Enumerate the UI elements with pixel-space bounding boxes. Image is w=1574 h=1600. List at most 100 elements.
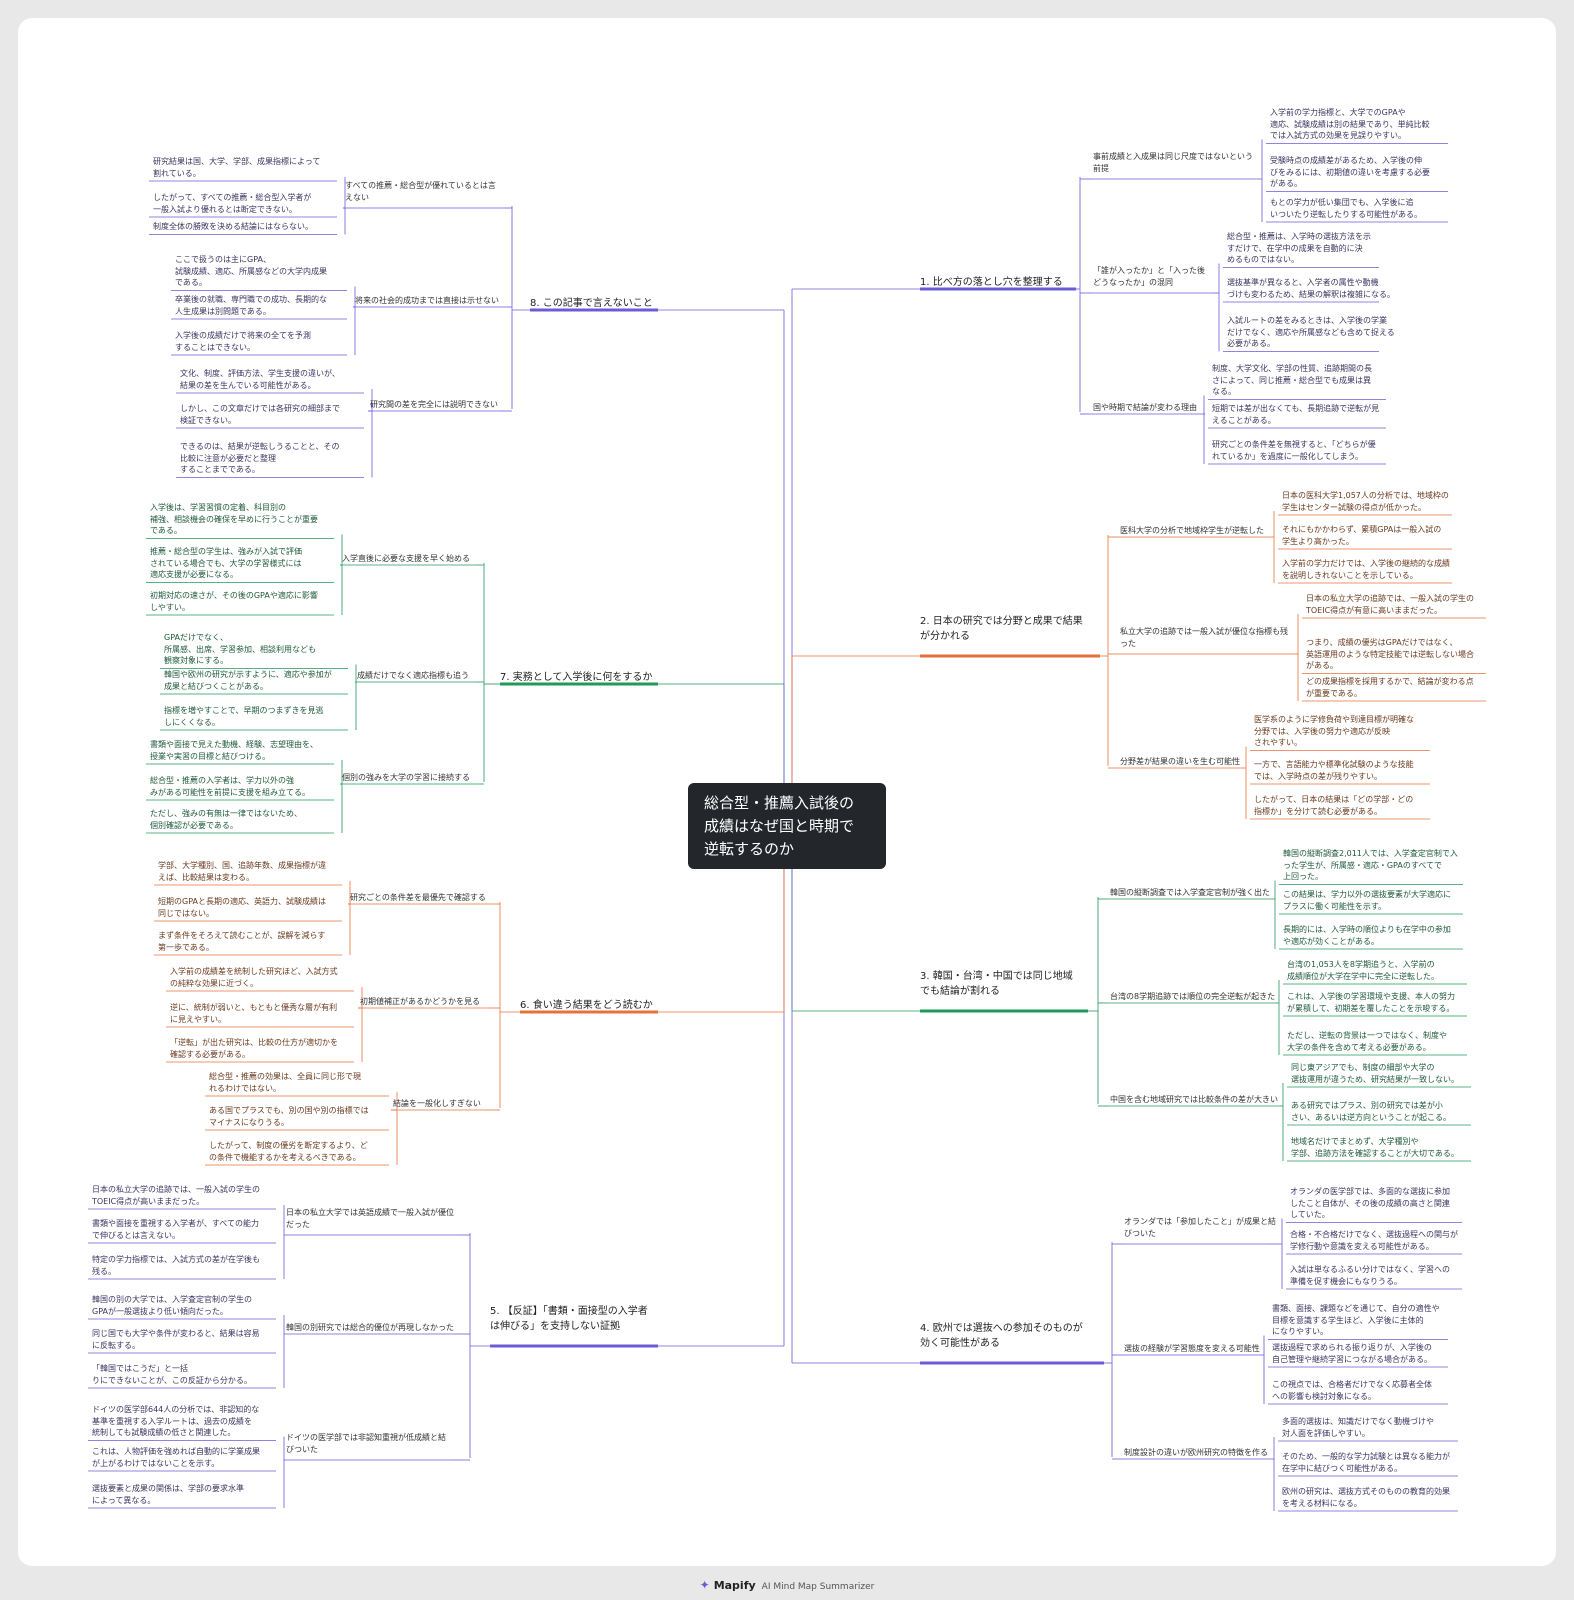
- leaf-6-1-3[interactable]: まず条件をそろえて読むことが、誤解を減らす 第一歩である。: [158, 931, 326, 952]
- subtopic-7-2[interactable]: 成績だけでなく適応指標も追う: [357, 671, 469, 680]
- leaf-8-1-1[interactable]: 研究結果は国、大学、学部、成果指標によって 割れている。: [153, 157, 321, 178]
- branch-8-title[interactable]: 8. この記事で言えないこと: [530, 298, 653, 309]
- leaf-6-1-1[interactable]: 学部、大学種別、国、追跡年数、成果指標が違 えば、比較結果は変わる。: [158, 861, 326, 882]
- leaf-6-1-2[interactable]: 短期のGPAと長期の適応、英語力、試験成績は 同じではない。: [158, 897, 326, 918]
- leaf-5-3-1[interactable]: ドイツの医学部644人の分析では、非認知的な 基準を重視する入学ルートは、過去の…: [92, 1405, 260, 1437]
- subtopic-2-1[interactable]: 医科大学の分析で地域枠学生が逆転した: [1120, 526, 1264, 535]
- leaf-3-3-1[interactable]: 同じ東アジアでも、制度の細部や大学の 選抜運用が違うため、研究結果が一致しない。: [1291, 1063, 1459, 1084]
- leaf-5-2-3[interactable]: 「韓国ではこうだ」と一括 りにできないことが、この反証から分かる。: [92, 1364, 252, 1385]
- leaf-3-2-3[interactable]: ただし、逆転の背景は一つではなく、制度や 大学の条件を含めて考える必要がある。: [1287, 1031, 1447, 1052]
- subtopic-6-1[interactable]: 研究ごとの条件差を最優先で確認する: [350, 893, 486, 902]
- subtopic-1-2[interactable]: 「誰が入ったか」と「入った後 どうなったか」の混同: [1093, 266, 1205, 287]
- branch-6-title[interactable]: 6. 食い違う結果をどう読むか: [520, 1000, 653, 1011]
- leaf-1-1-3[interactable]: もとの学力が低い集団でも、入学後に追 いついたり逆転したりする可能性がある。: [1270, 198, 1422, 219]
- leaf-4-3-2[interactable]: そのため、一般的な学力試験とは異なる能力が 在学中に結びつく可能性がある。: [1282, 1452, 1450, 1473]
- leaf-2-1-1[interactable]: 日本の医科大学1,057人の分析では、地域枠の 学生はセンター試験の得点が低かっ…: [1282, 491, 1449, 512]
- branch-4-title[interactable]: 4. 欧州では選抜への参加そのものが 効く可能性がある: [920, 1323, 1083, 1349]
- leaf-1-1-1[interactable]: 入学前の学力指標と、大学でのGPAや 適応、試験成績は別の結果であり、単純比較 …: [1270, 108, 1430, 140]
- leaf-2-2-1[interactable]: 日本の私立大学の追跡では、一般入試の学生の TOEIC得点が有意に高いままだった…: [1306, 594, 1474, 615]
- leaf-6-3-3[interactable]: したがって、制度の優劣を断定するより、ど の条件で機能するかを考えるべきである。: [209, 1141, 368, 1162]
- leaf-2-2-3[interactable]: どの成果指標を採用するかで、結論が変わる点 が重要である。: [1306, 677, 1474, 698]
- leaf-3-1-3[interactable]: 長期的には、入学時の順位よりも在学中の参加 や適応が効くことがある。: [1283, 925, 1451, 946]
- subtopic-1-1[interactable]: 事前成績と入成果は同じ尺度ではないという 前提: [1093, 152, 1253, 173]
- central-topic[interactable]: 総合型・推薦入試後の 成績はなぜ国と時期で 逆転するのか: [688, 783, 886, 869]
- leaf-4-3-1[interactable]: 多面的選抜は、知識だけでなく動機づけや 対人面を評価しやすい。: [1282, 1417, 1434, 1438]
- subtopic-5-1[interactable]: 日本の私立大学では英語成績で一般入試が優位 だった: [286, 1208, 454, 1229]
- branch-2-title[interactable]: 2. 日本の研究では分野と成果で結果 が分かれる: [920, 616, 1083, 642]
- leaf-1-1-2[interactable]: 受験時点の成績差があるため、入学後の伸 びをみるには、初期値の違いを考慮する必要…: [1270, 156, 1430, 188]
- leaf-8-1-3[interactable]: 制度全体の勝敗を決める結論にはならない。: [153, 222, 313, 231]
- subtopic-3-2[interactable]: 台湾の8学期追跡では順位の完全逆転が起きた: [1110, 992, 1276, 1001]
- leaf-4-2-3[interactable]: この視点では、合格者だけでなく応募者全体 への影響も検討対象になる。: [1272, 1380, 1432, 1401]
- subtopic-4-1[interactable]: オランダでは「参加したこと」が成果と結 びついた: [1124, 1217, 1276, 1238]
- leaf-4-1-1[interactable]: オランダの医学部では、多面的な選抜に参加 したこと自体が、その後の成績の高さと関…: [1290, 1187, 1450, 1219]
- leaf-7-3-1[interactable]: 書類や面接で見えた動機、経験、志望理由を、 授業や実習の目標と結びつける。: [150, 740, 318, 761]
- subtopic-8-1[interactable]: すべての推薦・総合型が優れているとは言 えない: [345, 181, 496, 202]
- subtopic-3-3[interactable]: 中国を含む地域研究では比較条件の差が大きい: [1110, 1095, 1278, 1104]
- leaf-3-3-2[interactable]: ある研究ではプラス、別の研究では差が小 さい、あるいは逆方向ということが起こる。: [1291, 1101, 1451, 1122]
- leaf-2-3-3[interactable]: したがって、日本の結果は「どの学部・どの 指標か」を分けて読む必要がある。: [1254, 795, 1414, 816]
- branch-3-title[interactable]: 3. 韓国・台湾・中国では同じ地域 でも結論が割れる: [920, 971, 1073, 997]
- leaf-1-3-1[interactable]: 制度、大学文化、学部の性質、追跡期間の長 さによって、同じ推薦・総合型でも成果は…: [1212, 364, 1372, 396]
- leaf-7-3-3[interactable]: ただし、強みの有無は一律ではないため、 個別確認が必要である。: [150, 809, 302, 830]
- leaf-7-3-2[interactable]: 総合型・推薦の入学者は、学力以外の強 みがある可能性を前提に支援を組み立てる。: [150, 776, 310, 797]
- branch-1-title[interactable]: 1. 比べ方の落とし穴を整理する: [920, 277, 1063, 288]
- leaf-1-3-3[interactable]: 研究ごとの条件差を無視すると、「どちらが優 れているか」を過度に一般化してしまう…: [1212, 440, 1376, 461]
- leaf-2-2-2[interactable]: つまり、成績の優劣はGPAだけではなく、 英語運用のような特定技能では逆転しない…: [1306, 638, 1474, 670]
- leaf-3-3-3[interactable]: 地域名だけでまとめず、大学種別や 学部、追跡方法を確認することが大切である。: [1291, 1137, 1459, 1158]
- leaf-6-3-2[interactable]: ある国でプラスでも、別の国や別の指標では マイナスになりうる。: [209, 1106, 369, 1127]
- leaf-1-2-3[interactable]: 入試ルートの差をみるときは、入学後の学業 だけでなく、適応や所属感なども含めて捉…: [1227, 316, 1395, 348]
- subtopic-8-2[interactable]: 将来の社会的成功までは直接は示せない: [355, 296, 499, 305]
- leaf-4-3-3[interactable]: 欧州の研究は、選抜方式そのものの教育的効果 を考える材料になる。: [1282, 1487, 1450, 1508]
- subtopic-2-3[interactable]: 分野差が結果の違いを生む可能性: [1120, 757, 1240, 766]
- leaf-5-3-2[interactable]: これは、人物評価を強めれば自動的に学業成果 が上がるわけではないことを示す。: [92, 1447, 260, 1468]
- leaf-7-1-1[interactable]: 入学後は、学習習慣の定着、科目別の 補強、相談機会の確保を早めに行うことが重要 …: [150, 503, 318, 535]
- leaf-8-1-2[interactable]: したがって、すべての推薦・総合型入学者が 一般入試より優れるとは断定できない。: [153, 193, 312, 214]
- leaf-5-1-3[interactable]: 特定の学力指標では、入試方式の差が在学後も 残る。: [92, 1255, 260, 1276]
- leaf-7-1-3[interactable]: 初期対応の速さが、その後のGPAや適応に影響 しやすい。: [150, 591, 318, 612]
- leaf-7-2-2[interactable]: 韓国や欧州の研究が示すように、適応や参加が 成果と結びつくことがある。: [164, 670, 332, 691]
- leaf-8-2-2[interactable]: 卒業後の就職、専門職での成功、長期的な 人生成果は別問題である。: [175, 295, 327, 316]
- leaf-2-3-2[interactable]: 一方で、言語能力や標準化試験のような技能 では、入学時点の差が残りやすい。: [1254, 760, 1414, 781]
- leaf-7-2-1[interactable]: GPAだけでなく、 所属感、出席、学習参加、相談利用なども 観察対象にする。: [164, 633, 316, 665]
- leaf-3-1-1[interactable]: 韓国の縦断調査2,011人では、入学査定官制で入 った学生が、所属感・適応・GP…: [1283, 849, 1458, 881]
- leaf-8-3-3[interactable]: できるのは、結果が逆転しうることと、その 比較に注意が必要だと整理 することまで…: [180, 442, 340, 474]
- leaf-6-2-1[interactable]: 入学前の成績差を統制した研究ほど、入試方式 の純粋な効果に近づく。: [170, 967, 338, 988]
- subtopic-7-3[interactable]: 個別の強みを大学の学習に接続する: [342, 773, 470, 782]
- leaf-2-3-1[interactable]: 医学系のように学修負荷や到達目標が明確な 分野では、入学後の努力や適応が反映 さ…: [1254, 715, 1414, 747]
- subtopic-2-2[interactable]: 私立大学の追跡では一般入試が優位な指標も残 った: [1120, 627, 1288, 648]
- leaf-5-1-1[interactable]: 日本の私立大学の追跡では、一般入試の学生の TOEIC得点が高いままだった。: [92, 1185, 260, 1206]
- subtopic-5-2[interactable]: 韓国の別研究では総合的優位が再現しなかった: [286, 1323, 454, 1332]
- leaf-5-1-2[interactable]: 書類や面接を重視する入学者が、すべての能力 で伸びるとは言えない。: [92, 1219, 259, 1240]
- leaf-3-1-2[interactable]: この結果は、学力以外の選抜要素が大学適応に プラスに働く可能性を示す。: [1283, 890, 1451, 911]
- subtopic-4-2[interactable]: 選抜の経験が学習態度を変える可能性: [1124, 1344, 1260, 1353]
- leaf-8-2-1[interactable]: ここで扱うのは主にGPA、 試験成績、適応、所属感などの大学内成果 である。: [175, 255, 327, 287]
- subtopic-4-3[interactable]: 制度設計の違いが欧州研究の特徴を作る: [1124, 1448, 1268, 1457]
- subtopic-1-3[interactable]: 国や時期で結論が変わる理由: [1093, 403, 1197, 412]
- subtopic-5-3[interactable]: ドイツの医学部では非認知重視が低成績と結 びついた: [286, 1433, 446, 1454]
- leaf-8-2-3[interactable]: 入学後の成績だけで将来の全てを予測 することはできない。: [175, 331, 311, 352]
- subtopic-6-2[interactable]: 初期値補正があるかどうかを見る: [360, 997, 480, 1006]
- leaf-8-3-2[interactable]: しかし、この文章だけでは各研究の細部まで 検証できない。: [180, 404, 340, 425]
- leaf-1-2-1[interactable]: 総合型・推薦は、入学時の選抜方法を示 すだけで、在学中の成果を自動的に決 めるも…: [1227, 232, 1371, 264]
- subtopic-7-1[interactable]: 入学直後に必要な支援を早く始める: [342, 554, 470, 563]
- subtopic-3-1[interactable]: 韓国の縦断調査では入学査定官制が強く出た: [1110, 888, 1270, 897]
- leaf-1-3-2[interactable]: 短期では差が出なくても、長期追跡で逆転が見 えることがある。: [1212, 404, 1380, 425]
- leaf-4-2-1[interactable]: 書類、面接、課題などを通じて、自分の適性や 目標を意識する学生ほど、入学後に主体…: [1272, 1304, 1440, 1336]
- leaf-4-2-2[interactable]: 選抜過程で求められる振り返りが、入学後の 自己管理や継続学習につながる場合がある…: [1272, 1343, 1432, 1364]
- leaf-6-3-1[interactable]: 総合型・推薦の効果は、全員に同じ形で現 れるわけではない。: [209, 1072, 361, 1093]
- branch-7-title[interactable]: 7. 実務として入学後に何をするか: [500, 672, 653, 683]
- leaf-1-2-2[interactable]: 選抜基準が異なると、入学者の属性や動機 づけも変わるため、結果の解釈は複雑になる…: [1227, 278, 1395, 299]
- leaf-5-2-1[interactable]: 韓国の別の大学では、入学査定官制の学生の GPAが一般選抜より低い傾向だった。: [92, 1295, 252, 1316]
- leaf-2-1-2[interactable]: それにもかかわらず、累積GPAは一般入試の 学生より高かった。: [1282, 525, 1442, 546]
- leaf-7-1-2[interactable]: 推薦・総合型の学生は、強みが入試で評価 されている場合でも、大学の学習様式には …: [150, 547, 302, 579]
- leaf-5-2-2[interactable]: 同じ国でも大学や条件が変わると、結果は容易 に反転する。: [92, 1329, 260, 1350]
- leaf-8-3-1[interactable]: 文化、制度、評価方法、学生支援の違いが、 結果の差を生んでいる可能性がある。: [180, 369, 340, 390]
- leaf-6-2-3[interactable]: 「逆転」が出た研究は、比較の仕方が適切かを 確認する必要がある。: [170, 1038, 338, 1059]
- leaf-4-1-3[interactable]: 入試は単なるふるい分けではなく、学習への 準備を促す機会にもなりうる。: [1290, 1265, 1450, 1286]
- branch-5-title[interactable]: 5. 【反証】「書類・面接型の入学者 は伸びる」を支持しない証拠: [490, 1306, 648, 1332]
- leaf-3-2-2[interactable]: これは、入学後の学習環境や支援、本人の努力 が累積して、初期差を覆したことを示唆…: [1287, 992, 1455, 1013]
- leaf-2-1-3[interactable]: 入学前の学力だけでは、入学後の継続的な成績 を説明しきれないことを示している。: [1282, 559, 1450, 580]
- subtopic-6-3[interactable]: 結論を一般化しすぎない: [393, 1099, 481, 1108]
- leaf-5-3-3[interactable]: 選抜要素と成果の関係は、学部の要求水準 によって異なる。: [92, 1484, 244, 1505]
